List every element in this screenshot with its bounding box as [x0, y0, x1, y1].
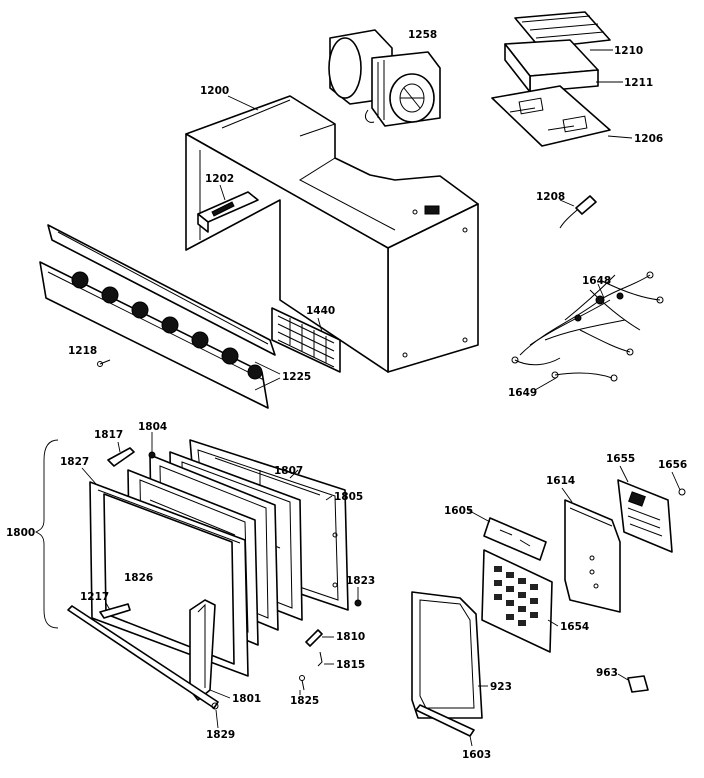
callout-1218: 1218	[68, 345, 97, 357]
callout-1829: 1829	[206, 729, 235, 741]
callout-1225: 1225	[282, 371, 311, 383]
callout-1440: 1440	[306, 305, 335, 317]
clip	[627, 675, 649, 693]
door-assembly-brace	[34, 439, 59, 629]
latch	[107, 447, 135, 467]
callout-1603: 1603	[462, 749, 491, 761]
callout-963: 963	[596, 667, 618, 679]
blower-motor-assembly	[328, 29, 441, 127]
callout-1655: 1655	[606, 453, 635, 465]
callout-labels: 1258 1210 1211 1206 1200 1202 1208 1648 …	[6, 29, 687, 761]
control-panel-frame	[564, 499, 621, 613]
callout-1605: 1605	[444, 505, 473, 517]
callout-1208: 1208	[536, 191, 565, 203]
hinge	[99, 603, 131, 619]
callout-1258: 1258	[408, 29, 437, 41]
bracket	[197, 184, 259, 233]
base-plate	[491, 85, 633, 147]
circuit-board	[617, 479, 686, 553]
callout-1817: 1817	[94, 429, 123, 441]
callout-923: 923	[490, 681, 512, 693]
callout-1649: 1649	[508, 387, 537, 399]
vent-assembly	[39, 224, 281, 409]
callout-1823: 1823	[346, 575, 375, 587]
keypad	[481, 549, 553, 653]
callout-1805: 1805	[334, 491, 363, 503]
control-door-panel	[411, 591, 483, 719]
vent-grille	[271, 307, 341, 373]
callout-1211: 1211	[624, 77, 653, 89]
callout-1200: 1200	[200, 85, 229, 97]
callout-1210: 1210	[614, 45, 643, 57]
callout-1217: 1217	[80, 591, 109, 603]
callout-1206: 1206	[634, 133, 663, 145]
wire	[534, 371, 618, 391]
top-grille	[514, 11, 613, 51]
callout-1656: 1656	[658, 459, 687, 471]
callout-1801: 1801	[232, 693, 261, 705]
callout-1614: 1614	[546, 475, 575, 487]
wire-harness	[511, 271, 664, 366]
callout-1827: 1827	[60, 456, 89, 468]
callout-1807: 1807	[274, 465, 303, 477]
callout-1648: 1648	[582, 275, 611, 287]
screw	[97, 359, 111, 367]
tray	[504, 39, 623, 93]
callout-1202: 1202	[205, 173, 234, 185]
callout-1815: 1815	[336, 659, 365, 671]
callout-1826: 1826	[124, 572, 153, 584]
door-rod	[67, 605, 219, 710]
callout-1825: 1825	[290, 695, 319, 707]
nameplate	[483, 517, 547, 561]
callout-1800: 1800	[6, 527, 35, 539]
housing	[185, 95, 479, 373]
callout-1654: 1654	[560, 621, 589, 633]
power-cord	[559, 195, 597, 229]
door-handle	[189, 599, 216, 701]
door-small-parts	[299, 599, 362, 691]
callout-1810: 1810	[336, 631, 365, 643]
callout-1804: 1804	[138, 421, 167, 433]
